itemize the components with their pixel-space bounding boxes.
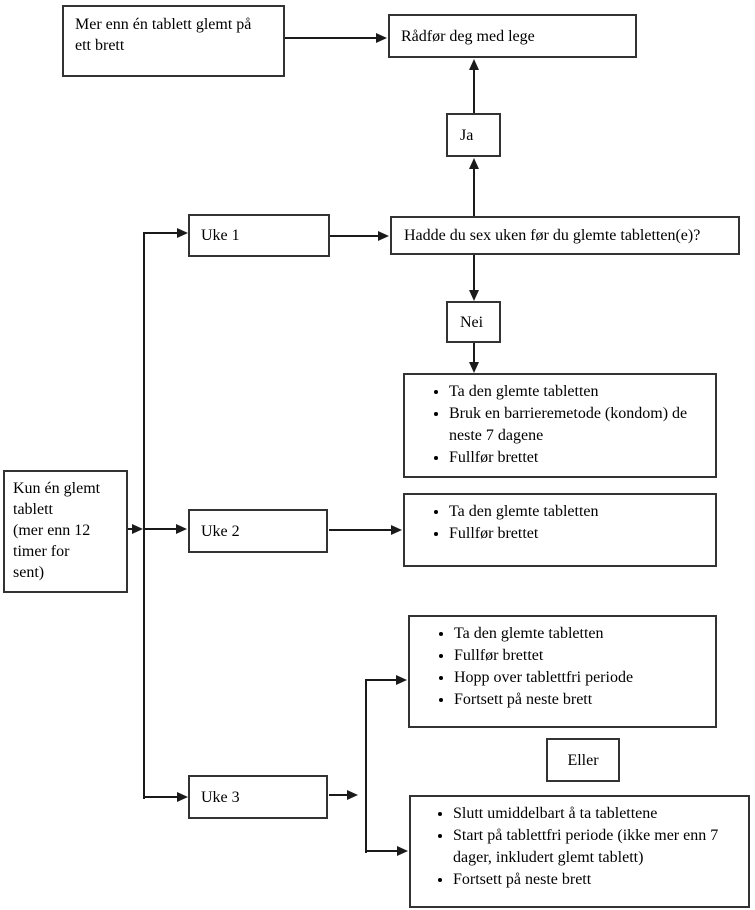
connector-question-to-yes: [473, 169, 475, 216]
connector-no-to-week1-actions: [473, 343, 475, 362]
arrowhead-down-icon: [469, 362, 479, 373]
connector-trunk: [143, 232, 145, 799]
node-text-line: tablett: [13, 501, 53, 518]
node-text-line: Kun én glemt: [13, 480, 101, 497]
connector-week2-to-actions: [329, 529, 391, 531]
node-label: Eller: [567, 751, 599, 769]
node-or: Eller: [546, 738, 620, 782]
connector-trunk-to-week2: [145, 528, 176, 530]
node-only-one-pill: Kun én glemt tablett (mer enn 12 timer f…: [3, 470, 128, 593]
arrowhead-right-icon: [391, 525, 402, 535]
node-text-line: sent): [13, 564, 45, 581]
list-item: Slutt umiddelbart å ta tablettene: [453, 803, 740, 825]
arrowhead-up-icon: [469, 158, 479, 169]
arrowhead-right-icon: [376, 33, 387, 43]
node-week2-actions: Ta den glemte tabletten Fullfør brettet: [403, 493, 717, 567]
arrowhead-right-icon: [132, 524, 143, 534]
node-label: Ja: [460, 126, 474, 144]
node-week1: Uke 1: [188, 214, 330, 257]
node-label: Uke 3: [201, 788, 240, 806]
node-label: Rådfør deg med lege: [401, 27, 535, 45]
list-item: Ta den glemte tabletten: [454, 623, 707, 645]
list-item: Ta den glemte tabletten: [449, 381, 707, 403]
connector-branch-to-option1: [367, 679, 396, 681]
list-item: Hopp over tablettfri periode: [454, 667, 707, 689]
node-consult-doctor: Rådfør deg med lege: [388, 14, 637, 58]
connector-question-to-no: [473, 255, 475, 290]
node-label: Hadde du sex uken før du glemte tablette…: [404, 227, 701, 244]
bullet-list: Ta den glemte tabletten Fullfør brettet: [405, 495, 715, 545]
connector-onepill-to-trunk: [128, 528, 133, 530]
connector-week3-to-branch: [329, 794, 347, 796]
node-yes: Ja: [446, 113, 501, 157]
arrowhead-up-icon: [469, 59, 479, 70]
node-week3-option2: Slutt umiddelbart å ta tablettene Start …: [409, 795, 750, 908]
list-item: Ta den glemte tabletten: [449, 501, 707, 523]
bullet-list: Ta den glemte tabletten Bruk en barriere…: [405, 375, 715, 469]
connector-trunk-to-week1: [145, 232, 177, 234]
node-label: Uke 1: [201, 227, 240, 244]
node-text-line: ett brett: [75, 37, 125, 54]
node-text-line: timer for: [13, 543, 70, 560]
list-item: Fortsett på neste brett: [454, 689, 707, 711]
connector-branch: [365, 679, 367, 853]
node-label: Uke 2: [201, 522, 240, 540]
list-item: Fullfør brettet: [449, 523, 707, 545]
connector-week1-to-question: [330, 235, 378, 237]
bullet-list: Ta den glemte tabletten Fullfør brettet …: [410, 617, 715, 711]
node-question-sex-before: Hadde du sex uken før du glemte tablette…: [390, 216, 740, 255]
connector-more-to-consult: [285, 37, 376, 39]
node-text-line: Mer enn én tablett glemt på: [75, 16, 252, 33]
arrowhead-right-icon: [347, 790, 358, 800]
list-item: Bruk en barrieremetode (kondom) de neste…: [449, 403, 707, 447]
list-item: Start på tablettfri periode (ikke mer en…: [453, 825, 740, 869]
arrowhead-right-icon: [397, 846, 408, 856]
arrowhead-right-icon: [378, 231, 389, 241]
node-more-than-one-pill: Mer enn én tablett glemt på ett brett: [62, 5, 285, 77]
node-week3: Uke 3: [188, 775, 328, 819]
arrowhead-right-icon: [396, 675, 407, 685]
arrowhead-right-icon: [177, 228, 188, 238]
connector-trunk-to-week3: [145, 796, 177, 798]
node-week1-actions: Ta den glemte tabletten Bruk en barriere…: [403, 373, 717, 478]
connector-yes-to-consult: [473, 70, 475, 113]
arrowhead-right-icon: [177, 792, 188, 802]
node-no: Nei: [446, 301, 501, 343]
arrowhead-down-icon: [469, 290, 479, 301]
bullet-list: Slutt umiddelbart å ta tablettene Start …: [411, 797, 748, 891]
node-week3-option1: Ta den glemte tabletten Fullfør brettet …: [408, 615, 717, 728]
list-item: Fullfør brettet: [454, 645, 707, 667]
connector-branch-to-option2: [367, 850, 397, 852]
list-item: Fortsett på neste brett: [453, 869, 740, 891]
list-item: Fullfør brettet: [449, 447, 707, 469]
node-text-line: (mer enn 12: [13, 522, 91, 539]
node-label: Nei: [460, 313, 484, 331]
node-week2: Uke 2: [188, 509, 328, 553]
arrowhead-right-icon: [176, 524, 187, 534]
